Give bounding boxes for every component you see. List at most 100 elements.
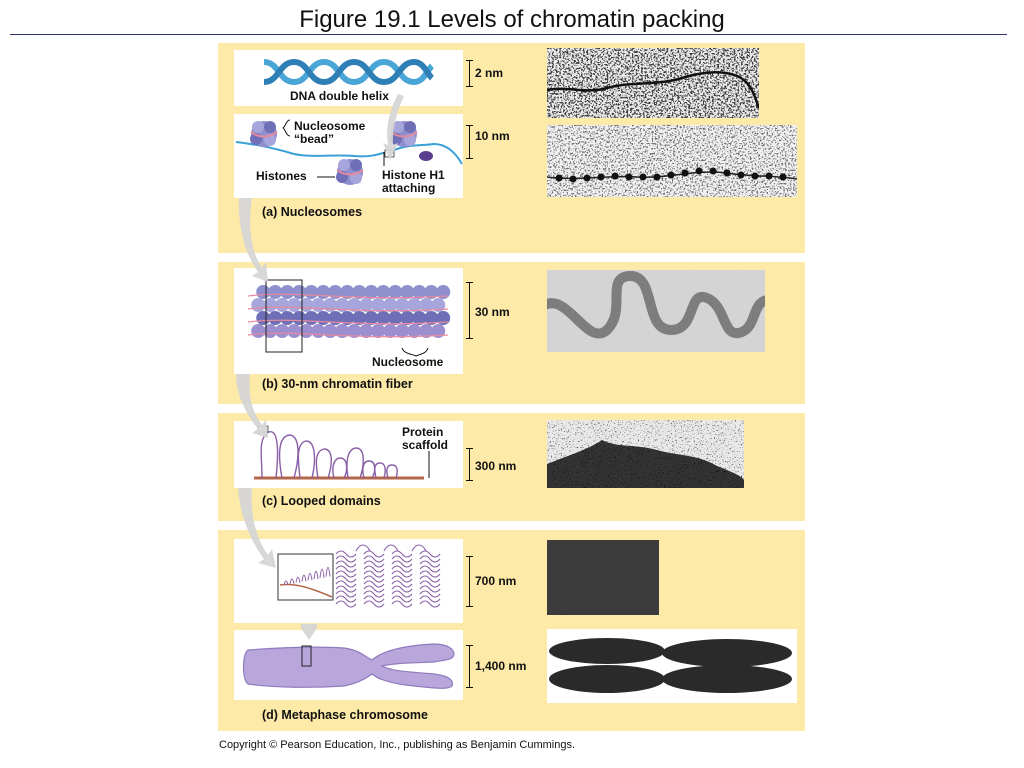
fiber-nucleosome <box>263 324 278 338</box>
fiber-nucleosome <box>347 324 362 338</box>
fiber-nucleosome <box>412 285 427 299</box>
micrograph-metaphase-chromosome <box>547 629 797 703</box>
label-protein-scaffold: Protein scaffold <box>402 425 449 452</box>
fiber-nucleosome <box>383 298 398 312</box>
scale-700nm: 700 nm <box>475 574 517 588</box>
dna-helix-drawing: DNA double helix <box>234 50 463 106</box>
nucleosome-bead-3 <box>336 159 364 185</box>
fiber-nucleosome <box>323 298 338 312</box>
caption-b: (b) 30-nm chromatin fiber <box>262 377 413 391</box>
scale-1400nm: 1,400 nm <box>475 659 527 673</box>
fiber-nucleosome <box>304 311 319 325</box>
scaffold-loops <box>283 566 331 586</box>
fiber-nucleosome <box>251 324 266 338</box>
condensed-loops-drawing <box>234 539 463 623</box>
scale-30nm: 30 nm <box>475 305 510 319</box>
fiber-nucleosome <box>395 324 410 338</box>
micrograph-condensed-chromatin <box>547 540 659 615</box>
fiber-nucleosome <box>275 298 290 312</box>
fiber-nucleosome <box>424 311 439 325</box>
fiber-nucleosome <box>431 298 446 312</box>
label-histone-h1: Histone H1 attaching <box>382 168 445 195</box>
micrograph-dna <box>547 48 759 118</box>
fiber-nucleosome <box>299 298 314 312</box>
fiber-nucleosome <box>395 298 410 312</box>
label-nucleosome-bead: Nucleosome “bead” <box>294 119 366 146</box>
fiber-nucleosome <box>263 298 278 312</box>
fiber-nucleosome <box>371 298 386 312</box>
fiber-nucleosome-brace <box>401 347 429 357</box>
title-divider <box>10 34 1007 35</box>
label-dna-double-helix: DNA double helix <box>290 89 389 103</box>
fiber-nucleosome <box>251 298 266 312</box>
label-nucleosome: Nucleosome <box>372 355 444 369</box>
fiber-nucleosome <box>275 324 290 338</box>
fiber-nucleosome <box>280 311 295 325</box>
nucleosome-bead-2 <box>390 121 418 147</box>
label-histones: Histones <box>256 169 307 183</box>
fiber-nucleosome <box>424 285 439 299</box>
scale-bracket-1400nm <box>466 645 473 688</box>
fiber-nucleosome <box>400 311 415 325</box>
fiber-nucleosome <box>256 311 271 325</box>
fiber-nucleosome <box>431 324 446 338</box>
scale-bracket-2nm <box>466 60 473 87</box>
fiber-nucleosome <box>407 324 422 338</box>
fiber-nucleosome <box>256 285 271 299</box>
fiber-nucleosome <box>340 311 355 325</box>
caption-c: (c) Looped domains <box>262 494 381 508</box>
scale-bracket-700nm <box>466 556 473 607</box>
fiber-nucleosome <box>335 298 350 312</box>
fiber-nucleosome <box>340 285 355 299</box>
chromatin-fiber-drawing: Nucleosome <box>234 268 463 374</box>
micrograph-30nm-fiber <box>547 270 765 352</box>
fiber-nucleosome <box>412 311 427 325</box>
fiber-nucleosome <box>292 285 307 299</box>
fiber-nucleosome <box>323 324 338 338</box>
fiber-nucleosome <box>299 324 314 338</box>
fiber-nucleosome <box>376 285 391 299</box>
fiber-nucleosome <box>388 311 403 325</box>
fiber-nucleosome <box>400 285 415 299</box>
fiber-nucleosome <box>304 285 319 299</box>
fiber-nucleosome <box>352 285 367 299</box>
scale-bracket-30nm <box>466 282 473 339</box>
scale-10nm: 10 nm <box>475 129 510 143</box>
scale-300nm: 300 nm <box>475 459 517 473</box>
fiber-nucleosome <box>292 311 307 325</box>
fiber-nucleosome <box>388 285 403 299</box>
looped-domains-drawing: Protein scaffold <box>234 421 463 488</box>
fiber-nucleosome <box>311 324 326 338</box>
copyright-notice: Copyright © Pearson Education, Inc., pub… <box>219 739 576 751</box>
fiber-nucleosome <box>371 324 386 338</box>
fiber-nucleosome <box>287 298 302 312</box>
fiber-nucleosome <box>364 311 379 325</box>
fiber-nucleosome <box>347 298 362 312</box>
fiber-nucleosome <box>280 285 295 299</box>
caption-a: (a) Nucleosomes <box>262 205 363 219</box>
fiber-nucleosome <box>359 324 374 338</box>
fiber-nucleosome <box>287 324 302 338</box>
figure-title: Figure 19.1 Levels of chromatin packing <box>299 6 725 33</box>
fiber-nucleosome <box>419 298 434 312</box>
nucleosome-drawing: Nucleosome “bead” Histones Histone H1 at… <box>234 114 463 198</box>
condensed-loop-coils <box>335 544 441 608</box>
fiber-nucleosome <box>419 324 434 338</box>
chromosome-drawing <box>234 630 463 700</box>
fiber-nucleosome <box>376 311 391 325</box>
caption-d: (d) Metaphase chromosome <box>262 708 429 722</box>
fiber-nucleosome <box>364 285 379 299</box>
scale-bracket-300nm <box>466 448 473 481</box>
fiber-nucleosome <box>268 285 283 299</box>
fiber-nucleosome <box>316 285 331 299</box>
scale-bracket-10nm <box>466 125 473 159</box>
micrograph-looped-domains <box>547 420 744 488</box>
fiber-nucleosome <box>352 311 367 325</box>
fiber-nucleosome <box>335 324 350 338</box>
fiber-nucleosome <box>383 324 398 338</box>
fiber-nucleosome <box>268 311 283 325</box>
nucleosome-bead-1 <box>250 121 278 147</box>
fiber-highlight-box <box>265 279 303 353</box>
micrograph-nucleosomes <box>547 125 797 197</box>
fiber-nucleosome <box>311 298 326 312</box>
